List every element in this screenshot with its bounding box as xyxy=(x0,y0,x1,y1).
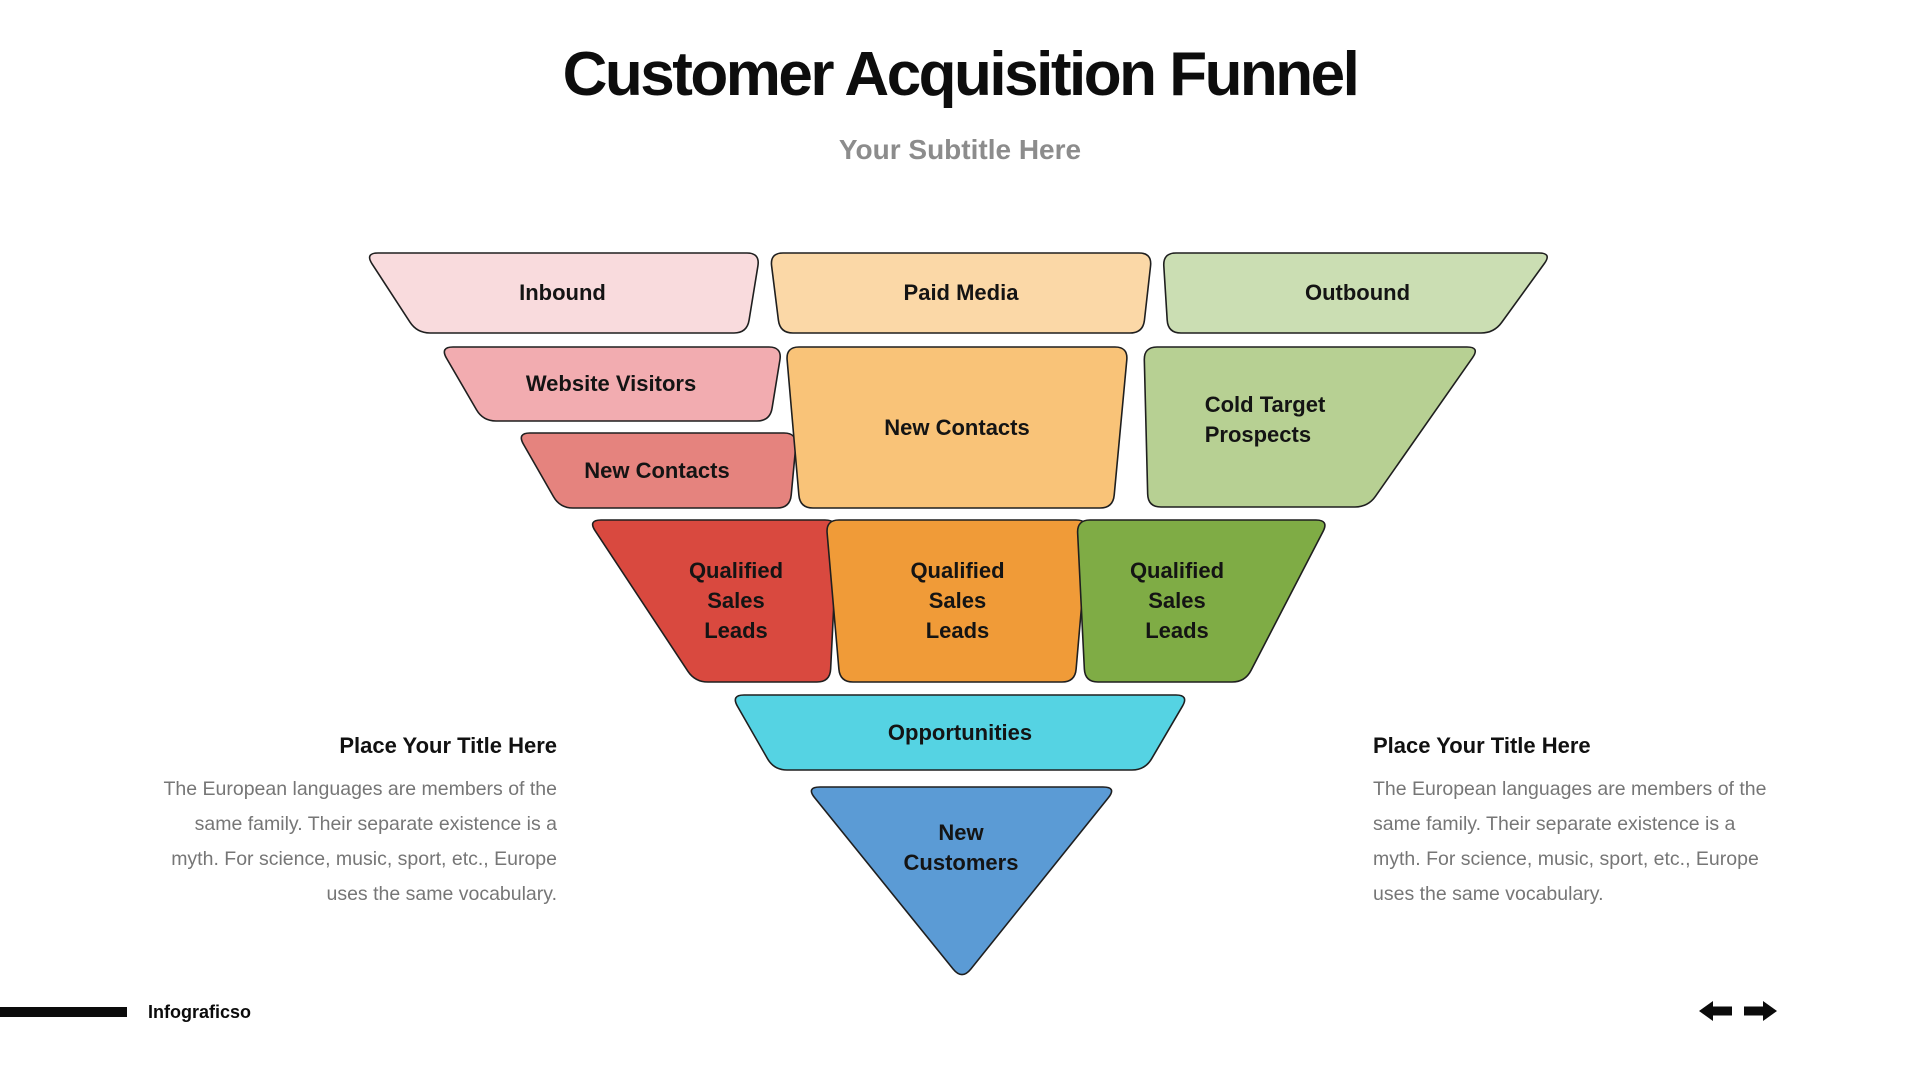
funnel-segment-qsl-mid xyxy=(826,519,1089,683)
right-text-block: Place Your Title Here The European langu… xyxy=(1373,733,1793,912)
prev-slide-button[interactable] xyxy=(1698,1000,1733,1022)
funnel-segment-website-visitors xyxy=(443,346,782,422)
funnel-segment-qsl-left xyxy=(591,519,839,683)
funnel-segment-opportunities xyxy=(734,694,1186,771)
footer-accent-bar xyxy=(0,1007,127,1017)
arrow-right-icon xyxy=(1744,1001,1777,1021)
left-block-title: Place Your Title Here xyxy=(339,733,557,758)
next-slide-button[interactable] xyxy=(1743,1000,1778,1022)
funnel-segment-paid-media xyxy=(770,252,1152,334)
left-block-body: The European languages are members of th… xyxy=(163,778,558,905)
funnel-segment-outbound xyxy=(1163,252,1548,334)
funnel-segment-qsl-right xyxy=(1076,519,1326,683)
funnel-segment-new-customers xyxy=(810,786,1113,976)
slide-nav xyxy=(1698,1000,1778,1022)
page-title: Customer Acquisition Funnel xyxy=(562,40,1360,109)
brand-label: Infograficso xyxy=(148,1002,252,1022)
left-text-block: Place Your Title Here The European langu… xyxy=(137,733,558,912)
funnel-segment-cold-target xyxy=(1143,346,1477,508)
page-subtitle: Your Subtitle Here xyxy=(838,134,1082,165)
funnel-segment-new-contacts-mid xyxy=(786,346,1128,509)
right-block-body: The European languages are members of th… xyxy=(1373,778,1767,905)
right-block-title: Place Your Title Here xyxy=(1373,733,1591,758)
funnel-segment-inbound xyxy=(368,252,759,334)
funnel-segment-new-contacts-left xyxy=(520,432,797,509)
arrow-left-icon xyxy=(1699,1001,1732,1021)
